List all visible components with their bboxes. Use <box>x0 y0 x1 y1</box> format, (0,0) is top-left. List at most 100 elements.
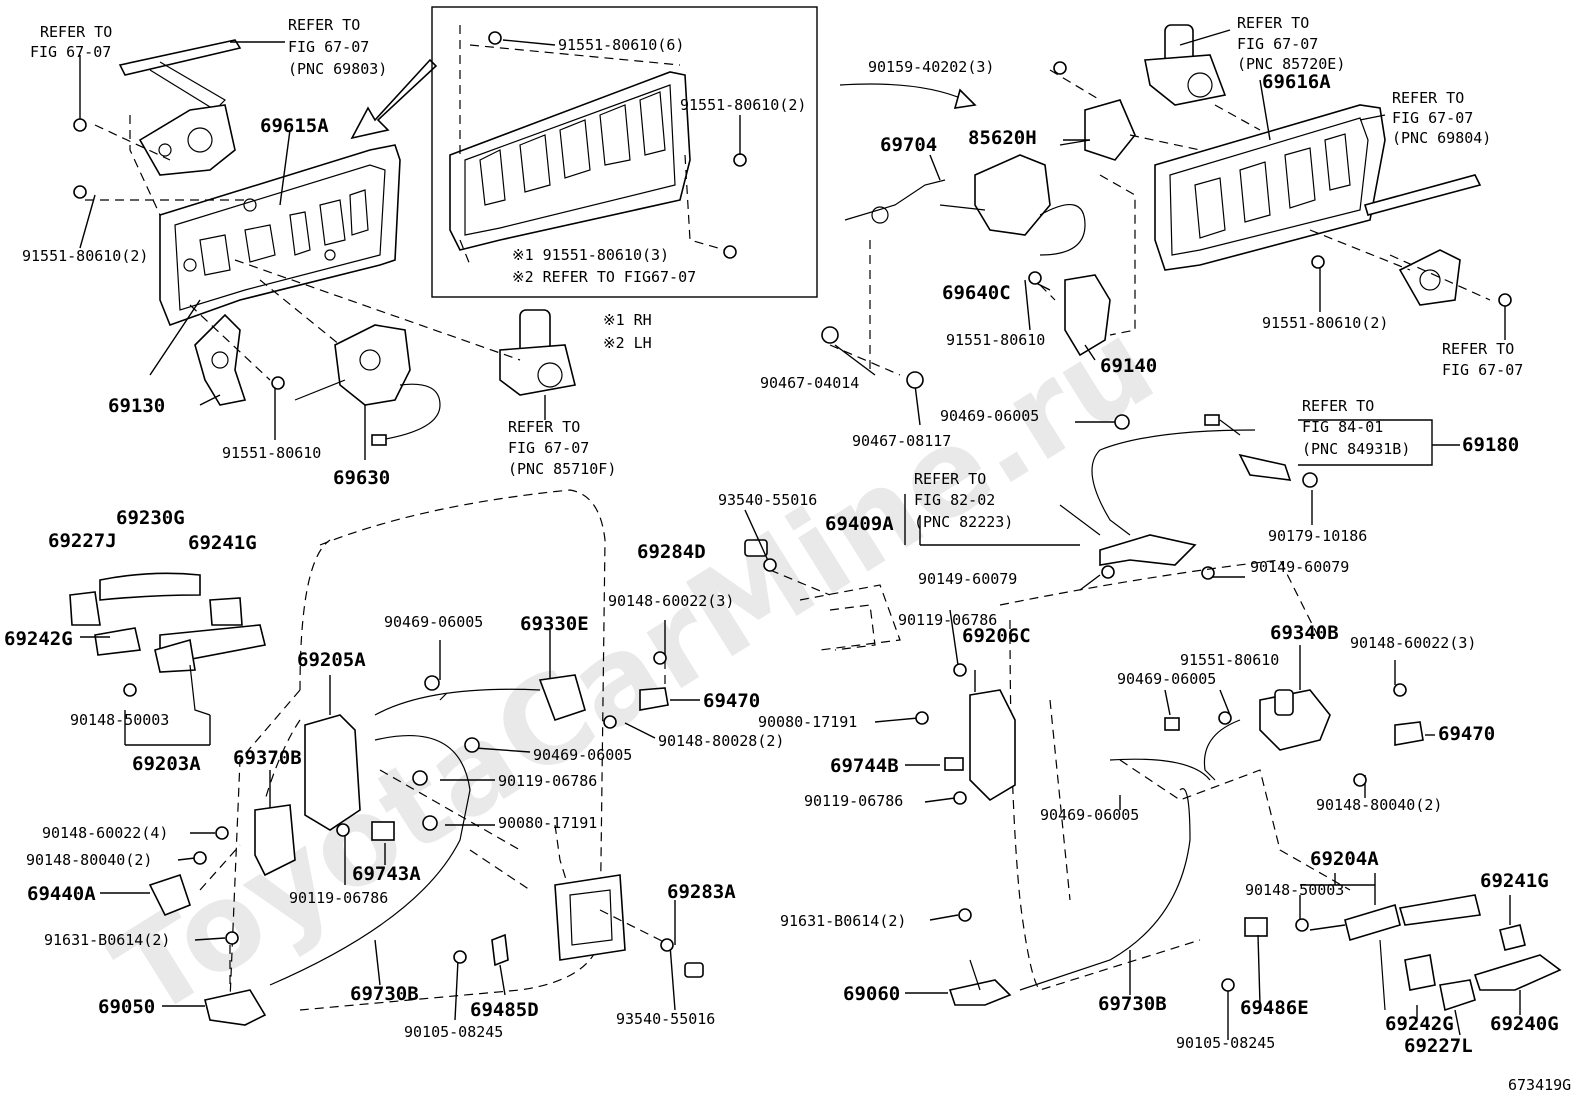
part-69050: 69050 <box>98 996 155 1018</box>
bolts-bottom-left <box>123 558 777 964</box>
part-69284D: 69284D <box>637 541 706 563</box>
part-69743A: 69743A <box>352 863 421 885</box>
rear-door-outline <box>799 559 1351 991</box>
ref-2-line1: REFER TO <box>288 16 360 34</box>
part-69227J: 69227J <box>48 530 117 552</box>
ref-6-line1: REFER TO <box>1442 340 1514 358</box>
part-90469-06005-b: 90469-06005 <box>384 613 483 631</box>
bolts-top-right <box>821 61 1512 389</box>
part-91631-B0614-2b: 91631-B0614(2) <box>780 912 906 930</box>
part-90148-60022-3a: 90148-60022(3) <box>608 592 734 610</box>
part-69485D: 69485D <box>470 999 539 1021</box>
bracket-69140 <box>1064 274 1111 357</box>
bolts-top-left <box>73 118 285 390</box>
part-69340B: 69340B <box>1270 622 1339 644</box>
lock-bracket-69130 <box>194 313 247 406</box>
lever-69704 <box>844 179 946 224</box>
inset-panel <box>449 25 747 266</box>
direction-arrow-left <box>350 58 438 140</box>
part-90159-40202: 90159-40202(3) <box>868 58 994 76</box>
part-91551-80610-a: 91551-80610 <box>222 444 321 462</box>
ref-7-line3: (PNC 84931B) <box>1302 440 1410 458</box>
part-90105-08245-a: 90105-08245 <box>404 1023 503 1041</box>
legend-lh: ※2 LH <box>603 334 652 352</box>
ref-4-line2: FIG 67-07 <box>1237 35 1318 53</box>
part-85620H: 85620H <box>968 127 1037 149</box>
inside-handle-left <box>554 874 626 961</box>
part-90119-06786-c: 90119-06786 <box>898 611 997 629</box>
leader-dashes-top-left <box>85 115 521 381</box>
outside-handle-right <box>1344 894 1562 1012</box>
ref-8-line3: (PNC 82223) <box>914 513 1013 531</box>
inset-label-4: ※2 REFER TO FIG67-07 <box>512 268 696 286</box>
part-90080-17191-b: 90080-17191 <box>758 713 857 731</box>
part-69486E: 69486E <box>1240 997 1309 1019</box>
rear-door-panel-right <box>1154 104 1386 271</box>
ref-5-line1: REFER TO <box>1392 89 1464 107</box>
part-69140: 69140 <box>1100 355 1157 377</box>
ref-2-line3: (PNC 69803) <box>288 60 387 78</box>
leaders-top-left <box>79 41 546 460</box>
ref-5-line2: FIG 67-07 <box>1392 109 1473 127</box>
part-69060: 69060 <box>843 983 900 1005</box>
power-window-motor-right <box>1144 24 1227 106</box>
part-69240G: 69240G <box>1490 1013 1559 1035</box>
part-69242G-a: 69242G <box>4 628 73 650</box>
part-90149-60079-a: 90149-60079 <box>918 570 1017 588</box>
part-91551-80610-2b: 91551-80610(2) <box>1262 314 1388 332</box>
ref-8-line1: REFER TO <box>914 470 986 488</box>
part-69704: 69704 <box>880 134 937 156</box>
ref-7-line2: FIG 84-01 <box>1302 418 1383 436</box>
handle-bracket-69330E <box>269 674 586 986</box>
part-69615A: 69615A <box>260 115 329 137</box>
part-90469-06005-c: 90469-06005 <box>533 746 632 764</box>
part-69470-a: 69470 <box>703 690 760 712</box>
part-69283A: 69283A <box>667 881 736 903</box>
part-69180: 69180 <box>1462 434 1519 456</box>
ref-8-line2: FIG 82-02 <box>914 491 995 509</box>
part-90469-06005-a: 90469-06005 <box>940 407 1039 425</box>
ref-4-line1: REFER TO <box>1237 14 1309 32</box>
part-90149-60079-b: 90149-60079 <box>1250 558 1349 576</box>
figure-code: 673419G <box>1508 1076 1571 1094</box>
part-90148-50003-b: 90148-50003 <box>1245 881 1344 899</box>
part-69206C: 69206C <box>962 625 1031 647</box>
power-window-motor-left <box>499 309 576 396</box>
latch-69060 <box>948 959 1012 1006</box>
part-69230G: 69230G <box>116 507 185 529</box>
lock-69206C <box>969 689 1016 802</box>
ref-6-line2: FIG 67-07 <box>1442 361 1523 379</box>
part-69203A: 69203A <box>132 753 201 775</box>
part-69242G-b: 69242G <box>1385 1013 1454 1035</box>
part-90119-06786-d: 90119-06786 <box>804 792 903 810</box>
inset-box <box>431 6 818 298</box>
legend-rh: ※1 RH <box>603 311 652 329</box>
part-93540-55016-b: 93540-55016 <box>616 1010 715 1028</box>
part-90467-04014: 90467-04014 <box>760 374 859 392</box>
part-90119-06786-b: 90119-06786 <box>289 889 388 907</box>
part-69616A: 69616A <box>1262 71 1331 93</box>
part-90469-06005-d: 90469-06005 <box>1117 670 1216 688</box>
ref-5-line3: (PNC 69804) <box>1392 129 1491 147</box>
part-69630: 69630 <box>333 467 390 489</box>
ref-3-line1: REFER TO <box>508 418 580 436</box>
part-69744B: 69744B <box>830 755 899 777</box>
part-90148-50003-a: 90148-50003 <box>70 711 169 729</box>
leader-dashes-top-right <box>829 69 1491 376</box>
part-90080-17191-a: 90080-17191 <box>498 814 597 832</box>
part-90179-10186: 90179-10186 <box>1268 527 1367 545</box>
part-69730B-b: 69730B <box>1098 993 1167 1015</box>
inset-label-1: 91551-80610(6) <box>558 36 684 54</box>
bits-left <box>371 539 768 978</box>
part-69130: 69130 <box>108 395 165 417</box>
part-90148-80028: 90148-80028(2) <box>658 732 784 750</box>
part-91551-80610-2a: 91551-80610(2) <box>22 247 148 265</box>
ref-3-line2: FIG 67-07 <box>508 439 589 457</box>
leaders-mid-right <box>919 421 1460 591</box>
window-regulator-left <box>118 39 242 176</box>
front-door-panel-left <box>159 144 401 327</box>
ref-1-line2: FIG 67-07 <box>30 43 111 61</box>
bits-right <box>944 717 1268 937</box>
part-69330E: 69330E <box>520 613 589 635</box>
part-69204A: 69204A <box>1310 848 1379 870</box>
